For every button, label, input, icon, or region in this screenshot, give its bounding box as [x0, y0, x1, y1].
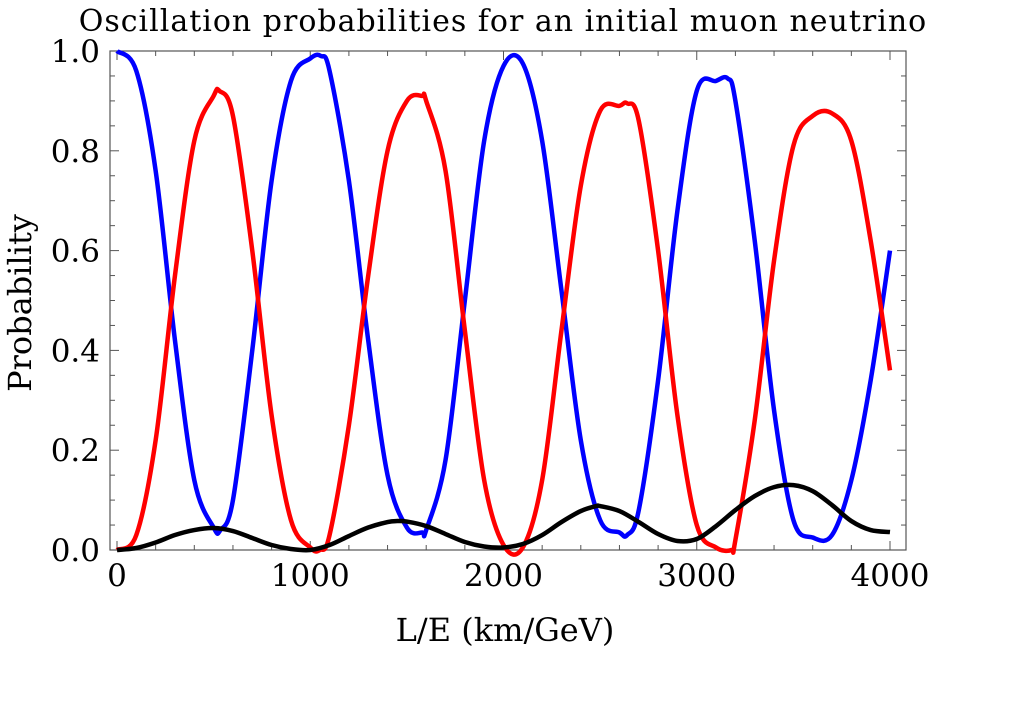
y-tick-label: 0.4: [51, 333, 100, 369]
y-axis-label: Probability: [1, 214, 39, 392]
series-line-blue: [115, 49, 893, 544]
y-tick-label: 1.0: [51, 34, 100, 70]
y-tick-label: 0.0: [51, 533, 100, 569]
y-tick-label: 0.2: [51, 433, 100, 469]
x-tick-label: 0: [107, 558, 127, 594]
tick-labels: 0 1000 2000 3000 4000 0.0 0.2 0.4 0.6 0.8 1.0: [51, 34, 930, 594]
x-axis-label: L/E (km/GeV): [396, 611, 615, 649]
series-line-black: [116, 482, 891, 553]
x-tick-label: 4000: [851, 558, 930, 594]
series-line-red: [115, 86, 893, 557]
x-tick-label: 1000: [271, 558, 350, 594]
plot-frame: [109, 50, 907, 551]
y-tick-label: 0.8: [51, 134, 100, 170]
chart-title: Oscillation probabilities for an initial…: [79, 4, 927, 39]
series-group: [115, 49, 893, 557]
y-tick-label: 0.6: [51, 234, 100, 270]
x-tick-label: 2000: [464, 558, 543, 594]
x-tick-label: 3000: [657, 558, 736, 594]
axis-ticks: [110, 50, 906, 551]
